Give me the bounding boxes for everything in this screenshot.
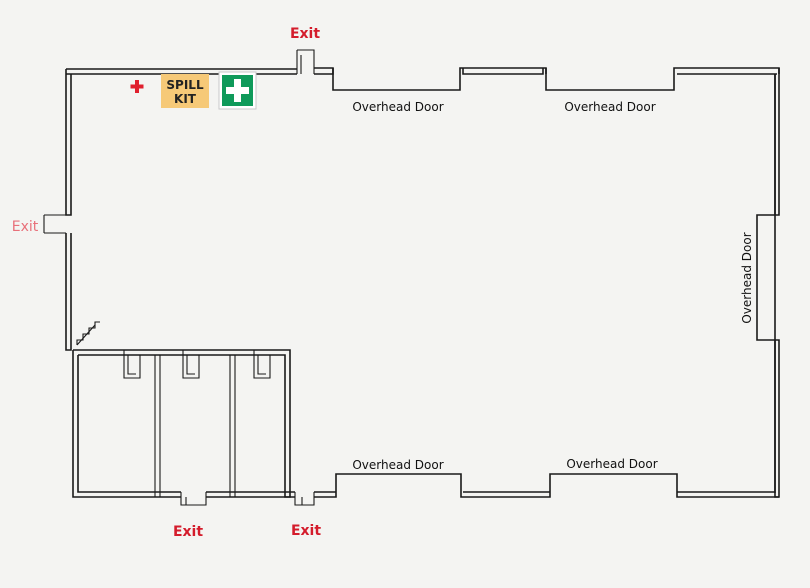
office-doors: [43, 49, 315, 506]
overhead-door-label-top-left: Overhead Door: [352, 100, 443, 114]
red-cross-marker-icon: [130, 80, 144, 93]
overhead-door-label-bottom-right: Overhead Door: [566, 457, 657, 471]
stairs-icon: [76, 321, 100, 346]
exit-label-bottom-right: Exit: [291, 523, 321, 539]
overhead-door-label-top-right: Overhead Door: [564, 100, 655, 114]
spill-kit-line1: SPILL: [166, 78, 204, 92]
building-walls: [65, 67, 780, 498]
overhead-door-label-bottom-left: Overhead Door: [352, 458, 443, 472]
spill-kit-sign: SPILL KIT: [161, 74, 209, 108]
exit-label-top: Exit: [290, 26, 320, 42]
exit-label-bottom-left: Exit: [173, 524, 203, 540]
overhead-door-label-right: Overhead Door: [740, 232, 754, 323]
exit-label-left: Exit: [12, 219, 39, 235]
first-aid-icon: [218, 71, 257, 110]
spill-kit-line2: KIT: [174, 92, 197, 106]
